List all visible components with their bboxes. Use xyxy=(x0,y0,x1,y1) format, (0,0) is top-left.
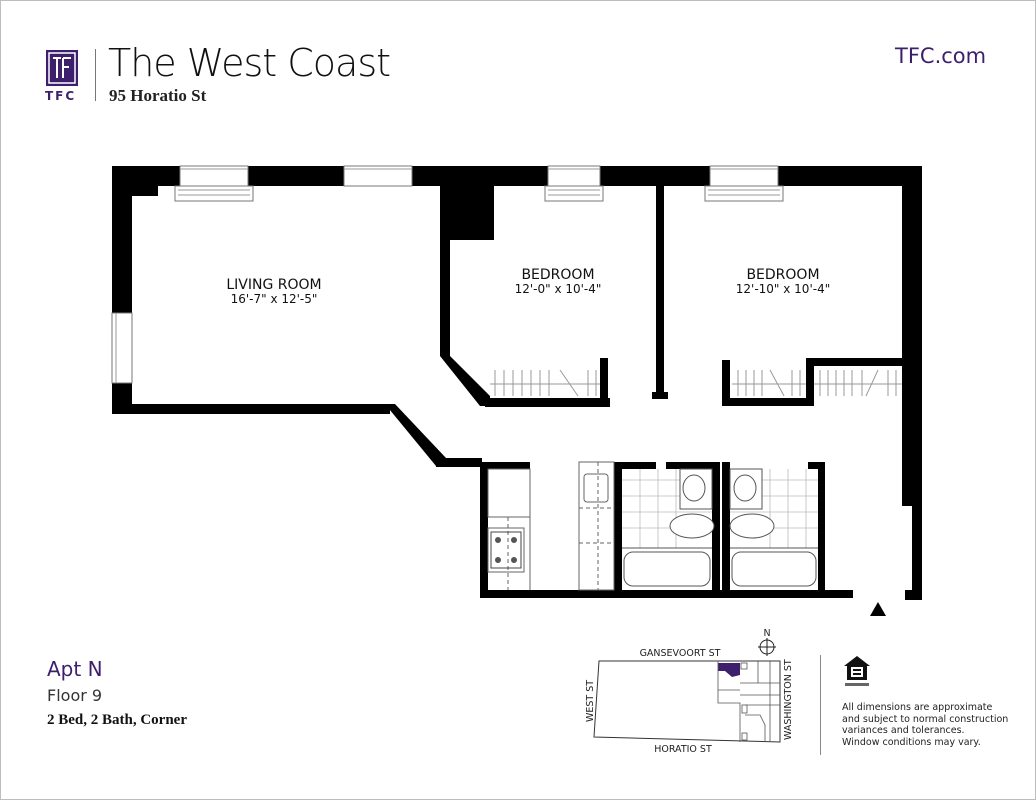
logo-text: TFC xyxy=(45,89,77,103)
compass-north-icon: N xyxy=(758,628,776,656)
compass-n-label: N xyxy=(763,628,770,639)
walls xyxy=(112,166,922,600)
street-gansevoort: GANSEVOORT ST xyxy=(640,648,721,659)
room-dim-bedroom-1: 12'-0" x 10'-4" xyxy=(515,282,602,296)
toilet-1 xyxy=(669,513,715,539)
website-link[interactable]: TFC.com xyxy=(895,44,987,68)
toilet-2 xyxy=(729,513,775,539)
disclaimer-line: Window conditions may vary. xyxy=(842,736,981,748)
kitchen-sink xyxy=(583,473,609,503)
tfc-logo-icon xyxy=(46,50,78,86)
room-label-bedroom-2: BEDROOM xyxy=(746,267,819,283)
building-address: 95 Horatio St xyxy=(109,86,207,105)
bath-sink-1 xyxy=(682,474,706,502)
street-west: WEST ST xyxy=(585,680,596,722)
bathtub-2 xyxy=(731,551,817,587)
header-divider xyxy=(95,49,96,101)
bathtub-1 xyxy=(623,551,711,587)
footer-divider xyxy=(820,655,821,755)
floor-label: Floor 9 xyxy=(47,686,103,705)
closets xyxy=(490,369,902,397)
apt-label: Apt N xyxy=(47,657,103,681)
bath-fixtures xyxy=(622,468,818,587)
street-horatio: HORATIO ST xyxy=(654,744,712,755)
window-sills xyxy=(115,168,780,383)
key-map: GANSEVOORT ST HORATIO ST WEST ST WASHING… xyxy=(585,628,794,755)
disclaimer-line: All dimensions are approximate xyxy=(842,702,993,713)
building-highlight xyxy=(718,663,740,677)
entry-triangle-icon xyxy=(870,602,886,616)
stove xyxy=(487,527,525,573)
unit-summary: 2 Bed, 2 Bath, Corner xyxy=(47,712,187,728)
kitchen xyxy=(487,461,615,591)
room-dim-bedroom-2: 12'-10" x 10'-4" xyxy=(736,282,830,296)
room-dim-living: 16'-7" x 12'-5" xyxy=(231,292,318,306)
equal-housing-icon xyxy=(844,656,870,686)
room-label-bedroom-1: BEDROOM xyxy=(521,267,594,283)
building-title: The West Coast xyxy=(108,41,391,85)
street-washington: WASHINGTON ST xyxy=(783,659,794,740)
fridge xyxy=(487,468,531,518)
disclaimer-line: and subject to normal construction xyxy=(842,713,1009,725)
stove-burners xyxy=(490,531,522,569)
room-label-living: LIVING ROOM xyxy=(226,277,321,293)
bath-sink-2 xyxy=(733,474,757,502)
disclaimer-line: variances and tolerances. xyxy=(842,725,965,736)
disclaimer: All dimensions are approximate and subje… xyxy=(842,702,1012,748)
